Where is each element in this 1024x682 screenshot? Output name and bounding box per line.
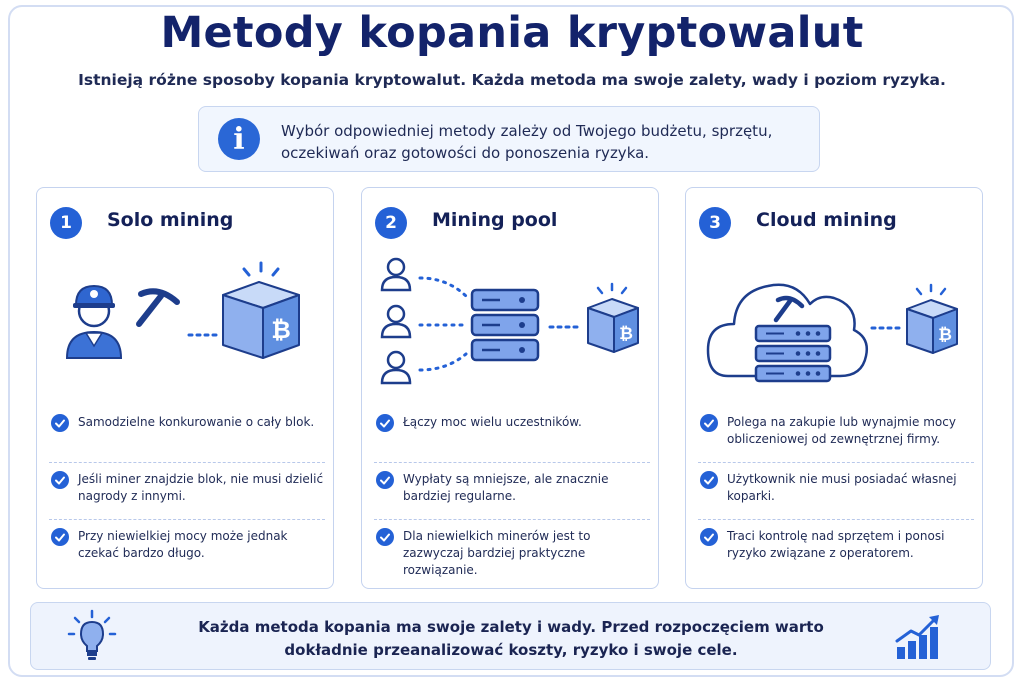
card-title: Mining pool xyxy=(432,209,558,231)
checkmark-icon xyxy=(376,414,394,432)
checkmark-icon xyxy=(51,528,69,546)
info-line-1: Wybór odpowiedniej metody zależy od Twoj… xyxy=(281,122,773,140)
summary-text: Każda metoda kopania ma swoje zalety i w… xyxy=(171,616,851,662)
checkmark-icon xyxy=(700,414,718,432)
summary-line-1: Każda metoda kopania ma swoje zalety i w… xyxy=(198,618,824,636)
pool-participants-icon xyxy=(380,257,412,385)
bitcoin-block-icon: ₿ xyxy=(587,282,639,353)
page-subtitle: Istnieją różne sposoby kopania kryptowal… xyxy=(78,71,946,89)
list-item: Jeśli miner znajdzie blok, nie musi dzie… xyxy=(49,467,325,520)
bitcoin-block-icon: ₿ xyxy=(906,283,958,354)
list-item: Samodzielne konkurowanie o cały blok. xyxy=(49,410,325,463)
card-number-badge: 3 xyxy=(699,207,731,239)
list-item: Łączy moc wielu uczestników. xyxy=(374,410,650,463)
checkmark-icon xyxy=(376,471,394,489)
pickaxe-icon xyxy=(136,288,180,327)
checkmark-icon xyxy=(51,471,69,489)
summary-line-2: dokładnie przeanalizować koszty, ryzyko … xyxy=(284,641,738,659)
card-title: Solo mining xyxy=(107,209,234,231)
lightbulb-icon xyxy=(67,609,117,660)
svg-text:₿: ₿ xyxy=(271,316,291,344)
server-stack-icon xyxy=(754,324,832,383)
cloud-mining-illustration: ₿ xyxy=(706,283,958,383)
info-text: Wybór odpowiedniej metody zależy od Twoj… xyxy=(281,120,801,164)
checkmark-icon xyxy=(376,528,394,546)
card-number-badge: 1 xyxy=(50,207,82,239)
info-line-2: oczekiwań oraz gotowości do ponoszenia r… xyxy=(281,144,650,162)
card-title: Cloud mining xyxy=(756,209,897,231)
checkmark-icon xyxy=(700,471,718,489)
svg-text:₿: ₿ xyxy=(619,324,633,344)
card-cloud-mining: 3 Cloud mining ₿ xyxy=(685,187,983,589)
svg-text:₿: ₿ xyxy=(938,325,952,345)
miner-person-icon xyxy=(65,284,123,359)
summary-box: Każda metoda kopania ma swoje zalety i w… xyxy=(30,602,991,670)
bitcoin-block-icon: ₿ xyxy=(222,261,300,359)
pickaxe-icon xyxy=(773,295,805,323)
card-mining-pool: 2 Mining pool xyxy=(361,187,659,589)
info-box: i Wybór odpowiedniej metody zależy od Tw… xyxy=(198,106,820,172)
solo-mining-illustration: ₿ xyxy=(65,261,300,359)
page-frame xyxy=(8,5,1014,677)
card-solo-mining: 1 Solo mining ₿ Samodzielne konk xyxy=(36,187,334,589)
mining-pool-illustration: ₿ xyxy=(380,257,639,385)
checkmark-icon xyxy=(700,528,718,546)
page-title: Metody kopania kryptowalut xyxy=(160,8,864,58)
info-icon: i xyxy=(218,118,260,160)
server-stack-icon xyxy=(470,288,540,362)
growth-chart-icon xyxy=(895,615,939,659)
checkmark-icon xyxy=(51,414,69,432)
card-number-badge: 2 xyxy=(375,207,407,239)
